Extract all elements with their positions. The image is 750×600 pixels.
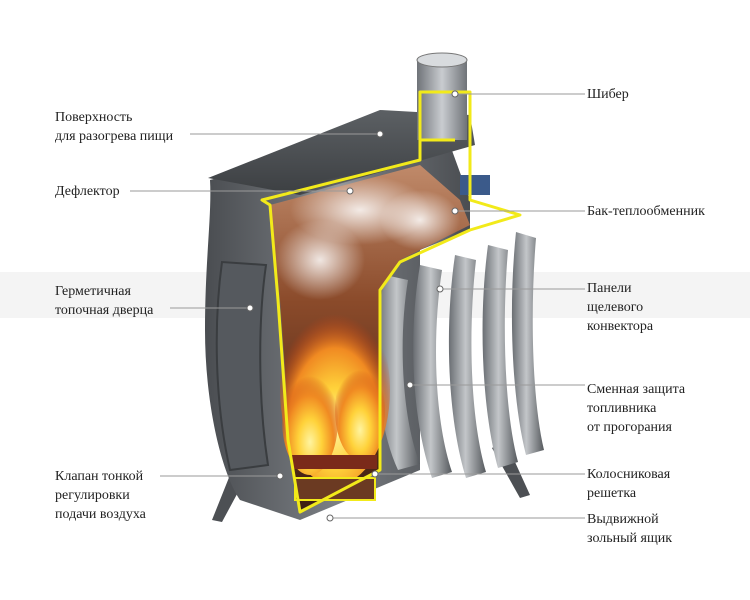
label-grate: Колосниковая решетка xyxy=(587,465,670,503)
label-deflector-line-1: Дефлектор xyxy=(55,184,120,199)
label-door-line-1: Герметичная xyxy=(55,284,131,299)
label-valve-line-2: регулировки xyxy=(55,488,130,503)
label-grate-line-2: решетка xyxy=(587,486,637,501)
furnace-door xyxy=(215,260,270,472)
label-ashbox-line-2: зольный ящик xyxy=(587,531,673,546)
label-surface-line-1: Поверхность xyxy=(55,110,133,125)
label-deflector: Дефлектор xyxy=(55,182,120,201)
label-surface-line-2: для разогрева пищи xyxy=(55,129,174,144)
label-panels-line-1: Панели xyxy=(587,281,632,296)
grate xyxy=(292,455,377,469)
cut-outline xyxy=(260,90,522,514)
chimney-pipe xyxy=(417,60,467,140)
smoke xyxy=(275,175,460,300)
ash-box xyxy=(294,477,376,501)
label-protection: Сменная защита топливника от прогорания xyxy=(587,380,685,437)
label-ashbox-line-1: Выдвижной xyxy=(587,512,659,527)
label-valve-line-3: подачи воздуха xyxy=(55,507,146,522)
label-valve-line-1: Клапан тонкой xyxy=(55,469,144,484)
label-shiber: Шибер xyxy=(587,85,629,104)
leader-dots xyxy=(246,90,459,522)
label-valve: Клапан тонкой регулировки подачи воздуха xyxy=(55,467,146,524)
label-surface: Поверхность для разогрева пищи xyxy=(55,108,173,146)
heat-exchanger-tank xyxy=(460,175,490,195)
label-panels-line-2: щелевого xyxy=(587,300,644,315)
label-shiber-line-1: Шибер xyxy=(587,87,629,102)
label-tank: Бак-теплообменник xyxy=(587,202,705,221)
label-protection-line-2: топливника xyxy=(587,401,657,416)
label-protection-line-1: Сменная защита xyxy=(587,382,686,397)
leader-lines xyxy=(130,93,585,519)
label-protection-line-3: от прогорания xyxy=(587,420,672,435)
label-door-line-2: топочная дверца xyxy=(55,303,154,318)
label-grate-line-1: Колосниковая xyxy=(587,467,671,482)
label-ashbox: Выдвижной зольный ящик xyxy=(587,510,672,548)
convector-panels xyxy=(377,232,544,478)
label-door: Герметичная топочная дверца xyxy=(55,282,153,320)
cooking-surface xyxy=(208,110,475,195)
label-tank-line-1: Бак-теплообменник xyxy=(587,204,705,219)
label-panels-line-3: конвектора xyxy=(587,319,654,334)
label-panels: Панели щелевого конвектора xyxy=(587,279,653,336)
